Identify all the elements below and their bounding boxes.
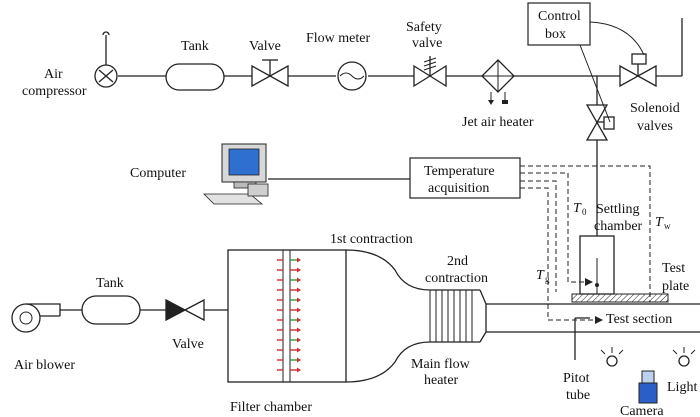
valve-top-icon [251,59,289,88]
tank-top-label: Tank [181,39,209,54]
camera-icon [638,370,658,404]
main-flow-heater [429,289,480,343]
test-section-label: Test section [606,312,672,327]
thermocouple-wires [520,165,651,324]
main-flow-heater-label: Main flow [411,357,471,372]
test-section-channel [486,293,700,333]
filter-chamber-label: Filter chamber [230,400,312,415]
pitot-tube-icon [574,317,590,360]
computer-label: Computer [130,166,186,181]
pitot-tube-label-2: tube [566,388,590,403]
filter-arrow-head [297,267,301,273]
valve-bottom-label: Valve [172,337,204,352]
control-wire-down [579,44,611,123]
solenoid-valve-vertical-icon [585,104,615,141]
second-contraction-label: 2nd [447,254,468,269]
filter-arrow-head [297,367,301,373]
valve-bottom-icon [165,298,205,322]
safety-valve-label: Safety [406,20,442,35]
computer-icon [203,143,269,205]
filter-arrow-head [297,317,301,323]
flow-meter-icon [337,61,367,91]
filter-arrow-head [297,297,301,303]
first-contraction-label: 1st contraction [330,232,413,247]
filter-arrow-head [297,357,301,363]
control-wire-right [589,21,645,56]
air-compressor-label-2: compressor [22,84,87,99]
valve-top-label: Valve [249,39,281,54]
filter-arrow-head [297,327,301,333]
camera-label: Camera [620,404,664,417]
filter-chamber [227,249,347,383]
filter-arrow-head [297,257,301,263]
control-box-label: Control [538,9,581,24]
second-contraction-label-2: contraction [425,271,488,286]
light-left-icon [600,347,624,367]
tw-subscript: w [664,221,671,231]
air-blower-label: Air blower [14,358,75,373]
filter-arrow-head [297,287,301,293]
tw-label: T [655,215,664,230]
solenoid-valves-label: Solenoid [630,101,680,116]
air-blower-icon [11,303,82,333]
settling-chamber-label: Settling [596,202,640,217]
temperature-acquisition-box [409,157,521,199]
tg-subscript: g [545,274,550,284]
t0-label: T [573,201,582,216]
control-box [527,2,591,46]
settling-chamber-label-2: chamber [594,219,643,234]
filter-arrow-head [297,337,301,343]
solenoid-valves-label-2: valves [637,119,673,134]
jet-air-heater-label: Jet air heater [462,115,534,130]
filter-arrows [277,257,301,373]
flow-meter-label: Flow meter [306,31,370,46]
air-compressor-label: Air [44,67,63,82]
safety-valve-icon [413,56,447,88]
solenoid-valve-right-icon [619,53,657,88]
control-box-label-2: box [545,27,566,42]
safety-valve-label-2: valve [412,36,442,51]
temperature-acquisition-label-2: acquisition [428,181,489,196]
test-plate-label: Test [662,261,685,276]
jet-air-heater-icon [481,59,515,105]
main-flow-heater-label-2: heater [424,373,459,388]
tank-bottom-icon [81,295,141,325]
air-compressor-icon [94,31,118,88]
second-contraction [479,289,487,343]
supply-line [118,18,683,236]
first-contraction [345,249,431,383]
filter-arrow-head [297,347,301,353]
test-plate-label-2: plate [662,279,689,294]
t0-subscript: 0 [582,207,587,217]
filter-arrow-head [297,277,301,283]
pitot-tube-label: Pitot [563,371,590,386]
light-label: Light [667,380,697,395]
tg-label: T [536,268,545,283]
tank-bottom-label: Tank [96,276,124,291]
light-right-icon [672,347,696,367]
temperature-acquisition-label: Temperature [424,164,495,179]
tank-top-icon [165,63,225,91]
filter-arrow-head [297,307,301,313]
